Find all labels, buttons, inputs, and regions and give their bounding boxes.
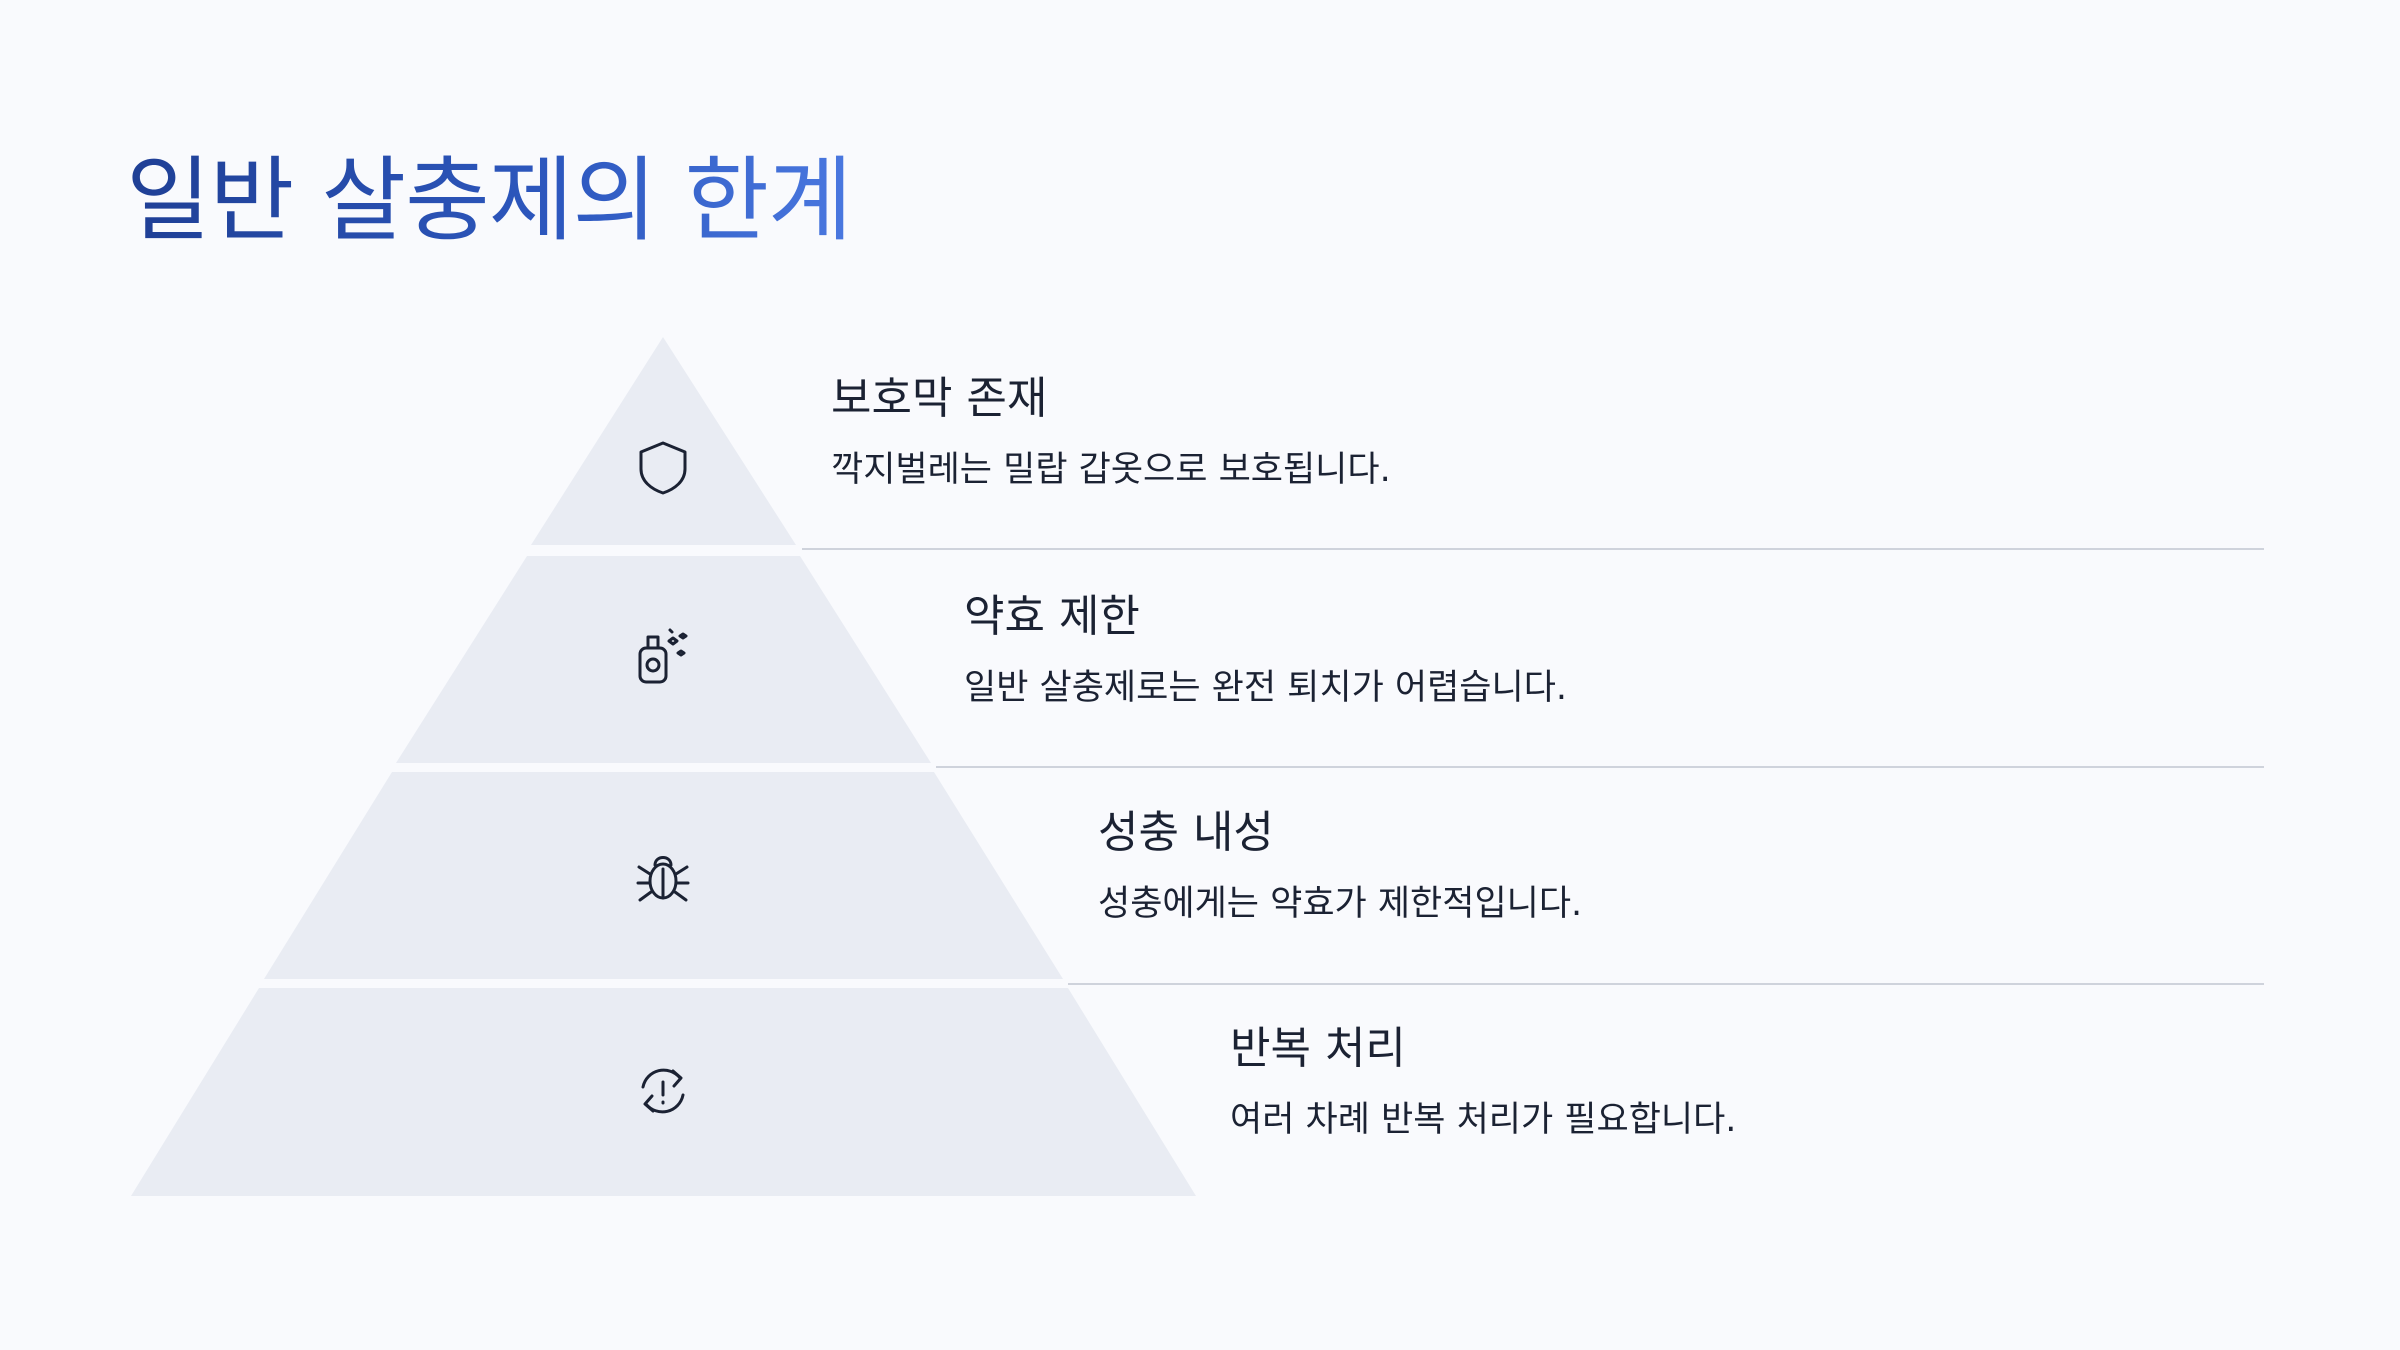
shield-icon	[639, 441, 687, 495]
tier-3-heading: 성충 내성	[1098, 807, 1274, 858]
pyramid-tier-2	[396, 556, 931, 763]
tier-3-text: 성충 내성 성충에게는 약효가 제한적입니다.	[1098, 807, 1582, 927]
refresh-alert-icon	[641, 1068, 685, 1114]
pyramid-tier-1	[531, 337, 796, 545]
tier-3-description: 성충에게는 약효가 제한적입니다.	[1098, 883, 1583, 924]
slide-title: 일반 살충제의 한계	[126, 147, 853, 254]
tier-4-description: 여러 차례 반복 처리가 필요합니다.	[1230, 1099, 1737, 1140]
tier-1-heading: 보호막 존재	[831, 373, 1048, 424]
tier-4-heading: 반복 처리	[1230, 1023, 1406, 1074]
bug-icon	[636, 856, 690, 902]
tier-2-text: 약효 제한 일반 살충제로는 완전 퇴치가 어렵습니다.	[964, 591, 1567, 711]
tier-2-heading: 약효 제한	[964, 591, 1140, 642]
spray-bottle-icon	[638, 628, 688, 684]
tier-1-text: 보호막 존재 깍지벌레는 밀랍 갑옷으로 보호됩니다.	[831, 373, 1391, 493]
tier-1-description: 깍지벌레는 밀랍 갑옷으로 보호됩니다.	[831, 449, 1391, 490]
tier-4-text: 반복 처리 여러 차례 반복 처리가 필요합니다.	[1230, 1023, 1736, 1143]
tier-2-description: 일반 살충제로는 완전 퇴치가 어렵습니다.	[964, 667, 1568, 708]
